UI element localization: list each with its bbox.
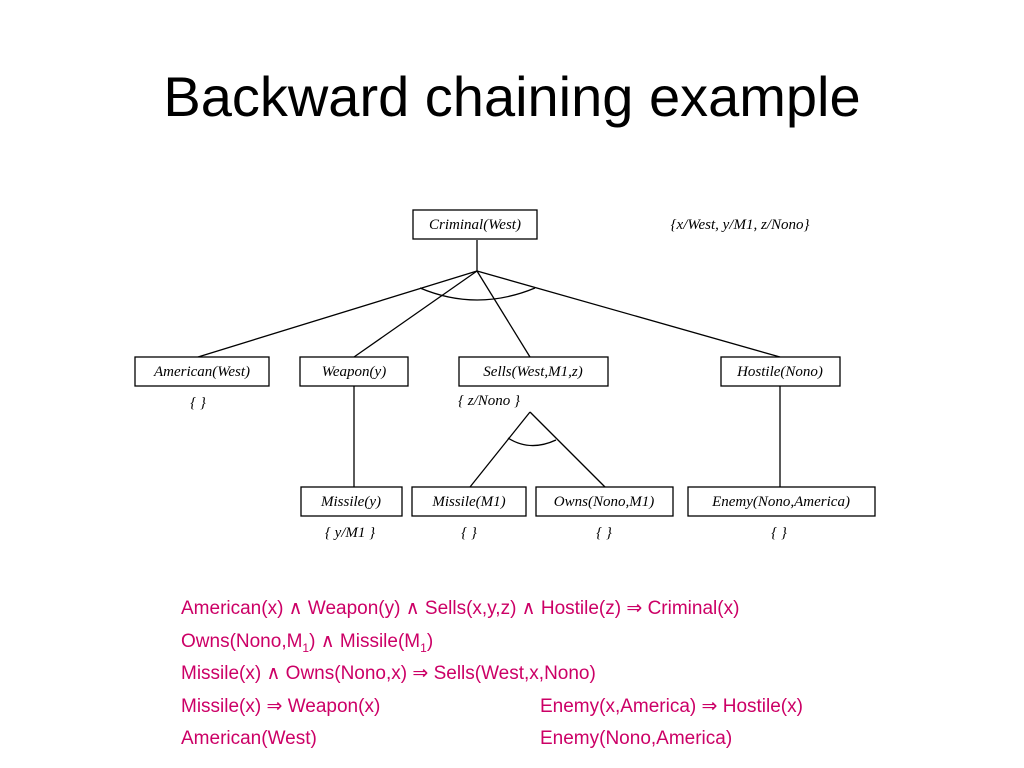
knowledge-base-rules: American(x) ∧ Weapon(y) ∧ Sells(x,y,z) ∧… — [181, 596, 941, 759]
rule-5b: Enemy(Nono,America) — [540, 728, 733, 749]
sub-missile-m1: { } — [461, 525, 477, 541]
rule-4: Missile(x) ⇒ Weapon(x) — [181, 695, 381, 717]
slide-title: Backward chaining example — [163, 65, 861, 128]
edge-root-sells — [476, 270, 531, 358]
tree-edges — [197, 240, 781, 488]
edge-root-weapon — [353, 270, 478, 358]
and-arc-sells — [507, 437, 557, 447]
rule-3: Missile(x) ∧ Owns(Nono,x) ⇒ Sells(West,x… — [181, 663, 596, 684]
node-missile-y: Missile(y) — [320, 494, 381, 510]
tree-substitutions: {x/West, y/M1, z/Nono} { } { z/Nono } { … — [190, 217, 809, 541]
and-arc-root — [419, 287, 536, 301]
sub-enemy: { } — [771, 525, 787, 541]
rule-4b: Enemy(x,America) ⇒ Hostile(x) — [540, 695, 803, 717]
node-american: American(West) — [153, 364, 250, 380]
sub-missile-y: { y/M1 } — [325, 525, 375, 541]
edge-sells-owns — [529, 411, 606, 488]
node-box-enemy — [687, 486, 876, 517]
top-substitution: {x/West, y/M1, z/Nono} — [671, 217, 810, 233]
node-box-sells — [458, 356, 609, 387]
node-owns: Owns(Nono,M1) — [554, 494, 654, 510]
rule-5: American(West) — [181, 728, 317, 749]
sub-owns: { } — [596, 525, 612, 541]
node-missile-m1: Missile(M1) — [431, 494, 505, 510]
node-weapon: Weapon(y) — [322, 364, 386, 380]
rule-2-sub-2: 1 — [420, 640, 427, 655]
node-box-hostile — [720, 356, 841, 387]
rule-4-row: Missile(x) ⇒ Weapon(x) Enemy(x,America) … — [181, 694, 941, 727]
node-box-owns — [535, 486, 674, 517]
rule-2-part-b: ) ∧ Missile(M — [309, 630, 421, 652]
tree-node-boxes — [134, 209, 876, 517]
tree-node-labels: Criminal(West) American(West) Weapon(y) … — [153, 217, 850, 510]
node-box-criminal — [412, 209, 538, 240]
sub-american: { } — [190, 395, 206, 411]
sub-sells: { z/Nono } — [458, 393, 520, 409]
node-box-missile-y — [300, 486, 403, 517]
rule-2-part-a: Owns(Nono,M — [181, 630, 303, 652]
rule-2: Owns(Nono,M1) ∧ Missile(M1) — [181, 629, 941, 662]
rule-1: American(x) ∧ Weapon(y) ∧ Sells(x,y,z) ∧… — [181, 598, 740, 619]
node-box-missile-m1 — [411, 486, 527, 517]
rule-2-sub-1: 1 — [302, 640, 310, 655]
node-enemy: Enemy(Nono,America) — [711, 494, 850, 510]
node-box-weapon — [299, 356, 409, 387]
node-hostile: Hostile(Nono) — [736, 364, 823, 380]
node-sells: Sells(West,M1,z) — [483, 364, 582, 380]
node-box-american — [134, 356, 270, 387]
edge-sells-missile — [469, 411, 531, 488]
rule-2-part-c: ) — [426, 630, 434, 652]
node-criminal: Criminal(West) — [429, 217, 521, 233]
edge-root-american — [197, 270, 478, 358]
edge-root-hostile — [476, 270, 781, 358]
rule-5-row: American(West) Enemy(Nono,America) — [181, 726, 941, 759]
